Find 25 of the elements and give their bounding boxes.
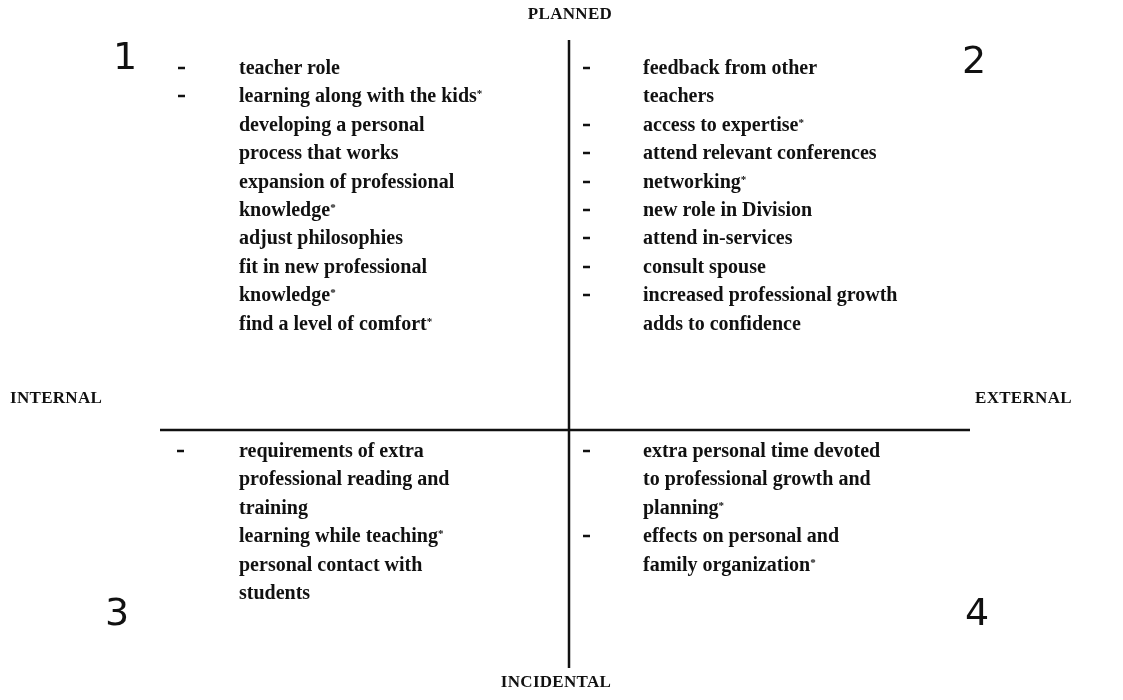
list-item: increased professional growth adds to confidence [643, 282, 899, 336]
axis-label: EXTERNAL [975, 388, 1072, 408]
list-item: effects on personal and family organization$^{*}$ [643, 523, 841, 578]
quadrant-number: 1 [113, 34, 138, 78]
quadrant-number: 4 [965, 590, 990, 634]
list-item: access to expertise$^{*}$ [643, 111, 805, 138]
list-item: attend in-services [643, 225, 794, 251]
list-item: attend relevant conferences [643, 140, 878, 166]
list-item: fit in new professional knowledge$^{*}$ [239, 253, 428, 308]
list-item: networking$^{*}$ [643, 168, 748, 195]
list-item: expansion of professional knowledge$^{*}$ [239, 168, 456, 223]
quadrant-number: 2 [962, 38, 987, 82]
list-item: personal contact with students [239, 551, 424, 606]
axis-label: INTERNAL [10, 388, 103, 408]
list-item: consult spouse [643, 253, 767, 280]
list-item: extra personal time devoted to professional growth and planning$^{*}$ [643, 438, 882, 521]
list-item: teacher role [239, 55, 341, 80]
quadrant-number: 3 [105, 590, 130, 634]
axis-label: PLANNED [527, 4, 613, 24]
list-item: find a level of comfort$^{*}$ [239, 310, 434, 336]
list-item: learning along with the kids$^{*}$ [239, 83, 484, 109]
axis-label: INCIDENTAL [500, 672, 612, 692]
list-item: adjust philosophies [239, 225, 404, 251]
list-item: new role in Division [643, 197, 814, 223]
list-item: learning while teaching$^{*}$ [239, 523, 445, 549]
